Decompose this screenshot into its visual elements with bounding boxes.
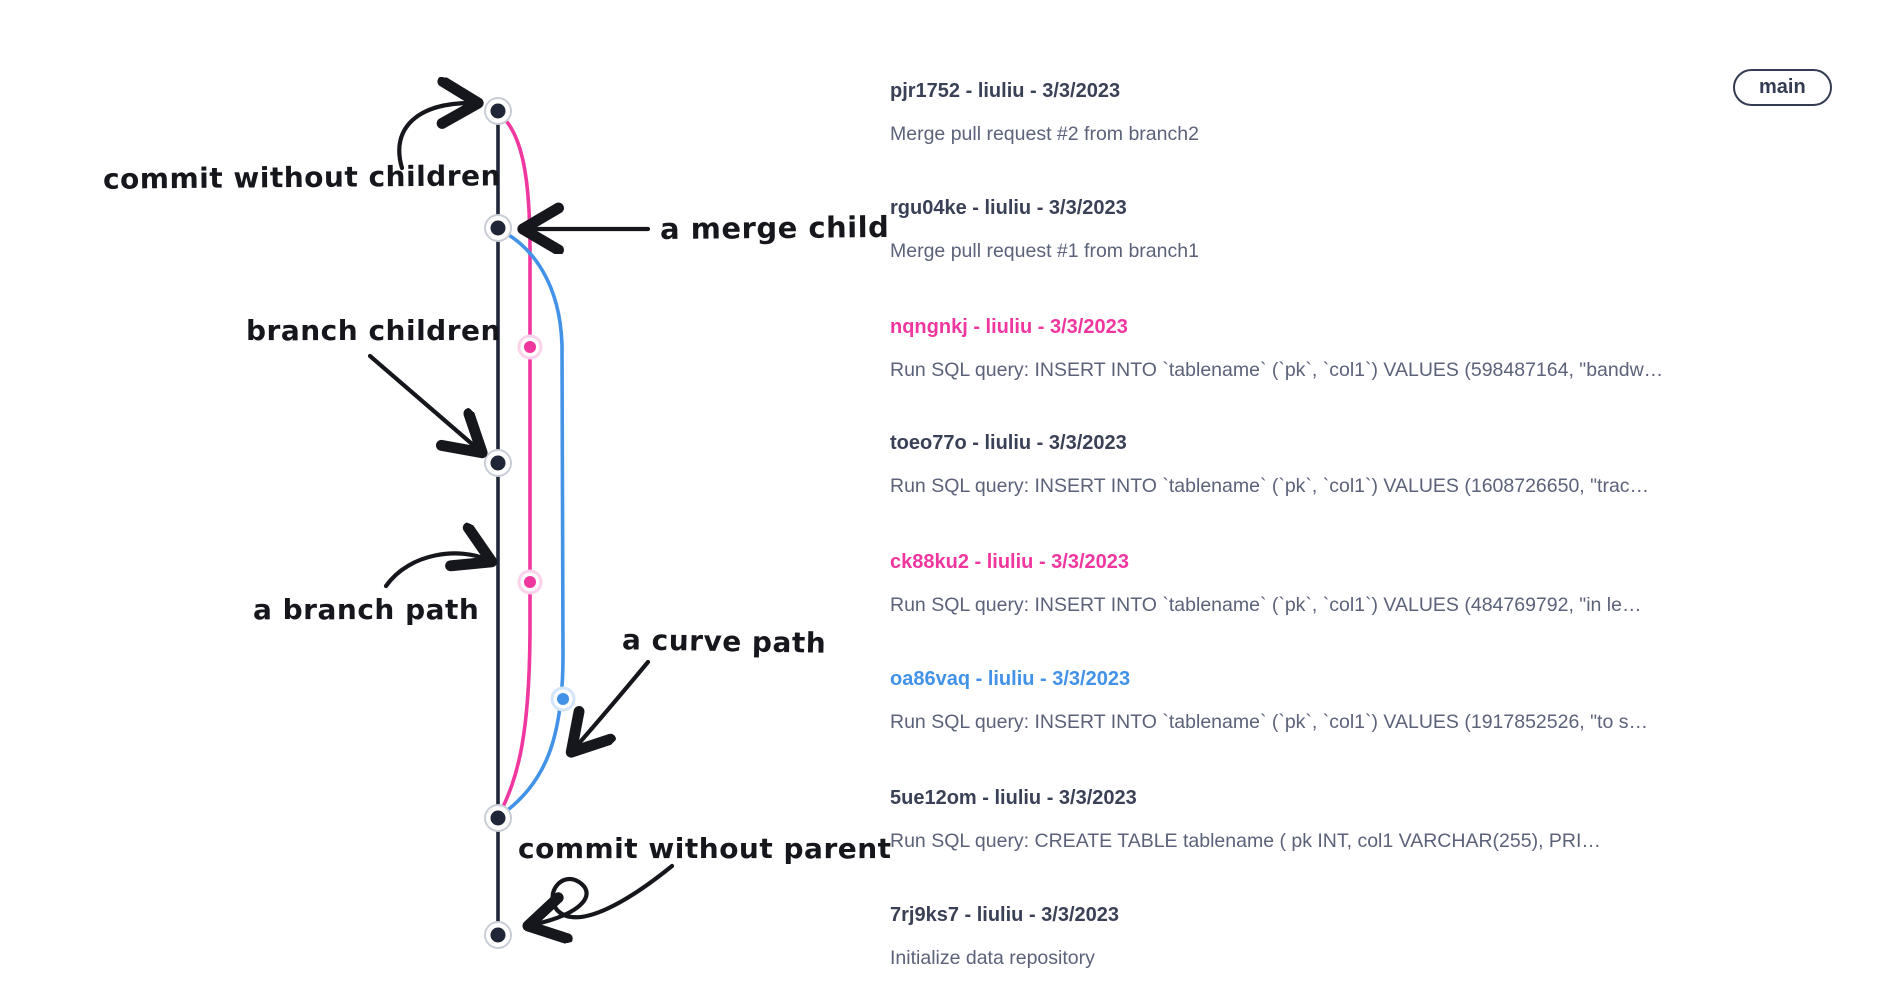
arrow-commit-without-parent	[532, 863, 675, 925]
commit-entry-5ue12om[interactable]: 5ue12om - liuliu - 3/3/2023 Run SQL quer…	[890, 786, 1720, 853]
commit-node-rgu04ke[interactable]	[484, 214, 512, 242]
commit-entry-nqngnkj[interactable]: nqngnkj - liuliu - 3/3/2023 Run SQL quer…	[890, 315, 1720, 382]
commit-header: 7rj9ks7 - liuliu - 3/3/2023	[890, 904, 1120, 926]
git-graph	[367, 0, 675, 949]
annotation-branch-children: branch children	[246, 314, 501, 347]
arrow-curve-path	[574, 659, 651, 749]
commit-header: ck88ku2 - liuliu - 3/3/2023	[890, 551, 1130, 573]
annotation-a-branch-path: a branch path	[253, 593, 480, 626]
commit-node-toeo77o[interactable]	[484, 449, 512, 477]
arrow-commit-without-children	[397, 103, 474, 171]
annotation-commit-without-parent: commit without parent	[518, 832, 892, 865]
commit-entry-7rj9ks7[interactable]: 7rj9ks7 - liuliu - 3/3/2023 Initialize d…	[890, 903, 1720, 970]
commit-message: Run SQL query: CREATE TABLE tablename ( …	[890, 830, 1601, 852]
commit-message: Run SQL query: INSERT INTO `tablename` (…	[890, 359, 1664, 381]
commit-header: pjr1752 - liuliu - 3/3/2023	[890, 80, 1121, 102]
commit-node-pjr1752[interactable]	[484, 97, 512, 125]
commit-message: Initialize data repository	[890, 947, 1095, 969]
commit-message: Merge pull request #1 from branch1	[890, 240, 1199, 262]
commit-entry-ck88ku2[interactable]: ck88ku2 - liuliu - 3/3/2023 Run SQL quer…	[890, 550, 1720, 617]
annotation-a-merge-child: a merge child	[659, 209, 890, 247]
commit-message: Run SQL query: INSERT INTO `tablename` (…	[890, 475, 1650, 497]
commit-node-5ue12om[interactable]	[484, 804, 512, 832]
commit-header: toeo77o - liuliu - 3/3/2023	[890, 432, 1127, 454]
commit-node-ck88ku2[interactable]	[517, 569, 543, 595]
branch-badge-main[interactable]: main	[1733, 69, 1832, 106]
annotation-commit-without-children: commit without children	[102, 159, 502, 196]
commit-header: nqngnkj - liuliu - 3/3/2023	[890, 316, 1128, 338]
commit-node-oa86vaq[interactable]	[550, 686, 576, 712]
commit-entry-oa86vaq[interactable]: oa86vaq - liuliu - 3/3/2023 Run SQL quer…	[890, 667, 1720, 734]
commit-entry-pjr1752[interactable]: pjr1752 - liuliu - 3/3/2023 Merge pull r…	[890, 79, 1720, 146]
commit-message: Run SQL query: INSERT INTO `tablename` (…	[890, 594, 1642, 616]
arrow-branch-path	[383, 553, 488, 589]
commit-header: oa86vaq - liuliu - 3/3/2023	[890, 668, 1131, 690]
commit-node-7rj9ks7[interactable]	[484, 921, 512, 949]
commit-message: Run SQL query: INSERT INTO `tablename` (…	[890, 711, 1648, 733]
branch-path-pink	[496, 111, 532, 817]
arrow-branch-children	[367, 353, 479, 450]
commit-header: 5ue12om - liuliu - 3/3/2023	[890, 787, 1137, 809]
commit-message: Merge pull request #2 from branch2	[890, 123, 1199, 145]
commit-entry-toeo77o[interactable]: toeo77o - liuliu - 3/3/2023 Run SQL quer…	[890, 431, 1720, 498]
commit-node-nqngnkj[interactable]	[517, 334, 543, 360]
commit-header: rgu04ke - liuliu - 3/3/2023	[890, 197, 1127, 219]
annotation-a-curve-path: a curve path	[621, 623, 827, 660]
commit-entry-rgu04ke[interactable]: rgu04ke - liuliu - 3/3/2023 Merge pull r…	[890, 196, 1720, 263]
